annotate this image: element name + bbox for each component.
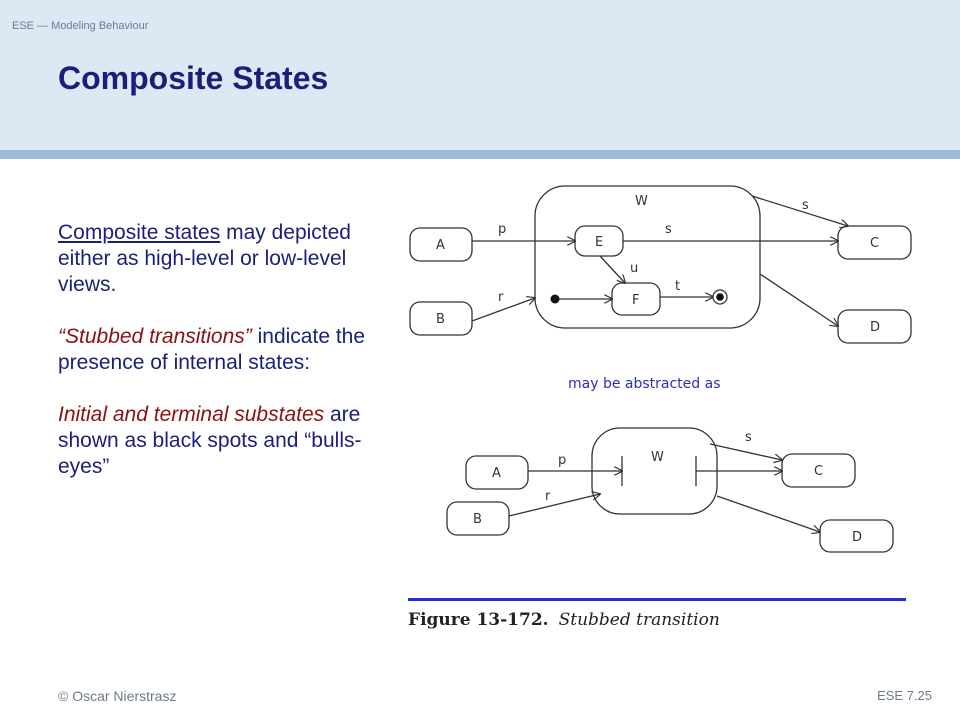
figure-number: Figure 13-172. <box>408 610 549 630</box>
state-b <box>409 301 473 336</box>
figure-rule <box>408 598 906 601</box>
composite-state-w <box>534 185 761 329</box>
state-e-label: E <box>595 235 603 250</box>
paragraph-1-text: may depicted either as high-level or low… <box>58 221 351 296</box>
transition-s-outer <box>751 195 848 226</box>
state-b-abstract <box>446 501 510 536</box>
state-f-label: F <box>632 293 639 308</box>
slide-title: Composite States <box>58 60 329 96</box>
transition-u-label: u <box>630 261 638 276</box>
state-a <box>409 227 473 262</box>
footer-copyright: © Oscar Nierstrasz <box>58 688 177 704</box>
abstracted-as-text: may be abstracted as <box>568 376 721 392</box>
running-head: ESE — Modeling Behaviour <box>12 20 149 32</box>
state-a-label: A <box>436 238 445 253</box>
state-b-label: B <box>436 312 445 327</box>
paragraph-substates: Initial and terminal substates are shown… <box>58 402 408 480</box>
state-d-abstract-label: D <box>852 530 862 545</box>
stubbed-transitions-term: “Stubbed transitions” <box>58 325 252 348</box>
transition-s-outer-label: s <box>802 198 809 213</box>
paragraph-3-text: are shown as black spots and “bulls-eyes… <box>58 403 362 478</box>
stub-transition-r <box>508 494 600 517</box>
stub-transition-r-label: r <box>545 489 551 504</box>
stub-transition-s-label: s <box>745 430 752 445</box>
final-substate-bullseye-dot <box>716 293 724 301</box>
state-d-label: D <box>870 320 880 335</box>
state-diagram: W A B E F C D p s u r t s may be abstrac… <box>409 185 912 553</box>
state-b-abstract-label: B <box>473 512 482 527</box>
header-rule <box>0 150 960 159</box>
transition-p-top-label: p <box>498 222 506 237</box>
state-c-abstract-label: C <box>814 464 823 479</box>
figure-title: Stubbed transition <box>558 610 720 630</box>
footer-slide-number: ESE 7.25 <box>877 688 932 703</box>
initial-substate-dot <box>550 294 560 304</box>
figure-caption: Figure 13-172. Stubbed transition <box>408 610 720 630</box>
state-c-label: C <box>870 236 879 251</box>
paragraph-2-text: indicate the presence of internal states… <box>58 325 366 374</box>
transition-t-label: t <box>675 279 680 294</box>
transition-r-top-label: r <box>498 290 504 305</box>
body-text: Composite states may depicted either as … <box>58 220 408 506</box>
transition-r-top <box>471 298 535 322</box>
transition-w-to-d <box>759 273 838 326</box>
state-d-abstract <box>819 519 894 553</box>
transition-s-inner-label: s <box>665 222 672 237</box>
substates-term: Initial and terminal substates <box>58 403 325 426</box>
state-a-abstract <box>465 455 529 490</box>
composite-states-link[interactable]: Composite states <box>58 221 221 244</box>
stub-transition-to-d <box>716 495 820 532</box>
composite-label-w: W <box>635 194 648 209</box>
composite-label-w-stub: W <box>651 450 664 465</box>
state-a-abstract-label: A <box>492 466 501 481</box>
stub-transition-s-upper <box>709 443 782 460</box>
transition-u <box>599 255 625 283</box>
paragraph-stubbed-transitions: “Stubbed transitions” indicate the prese… <box>58 324 408 376</box>
header-band <box>0 0 960 150</box>
paragraph-composite-states: Composite states may depicted either as … <box>58 220 408 298</box>
stub-transition-p-label: p <box>558 453 566 468</box>
